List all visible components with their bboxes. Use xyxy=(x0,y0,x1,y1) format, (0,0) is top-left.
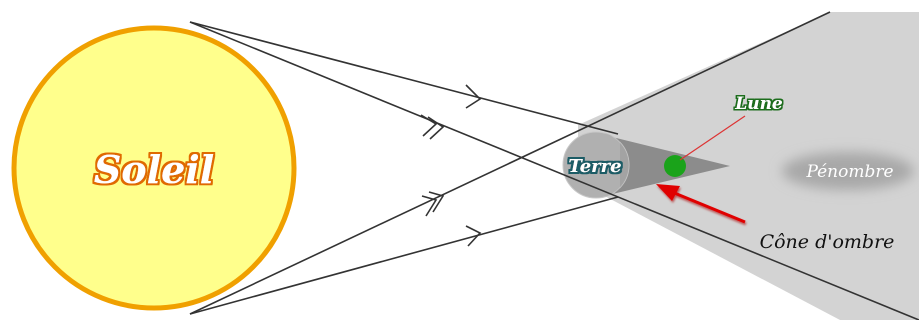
ray-bottom-crossing xyxy=(189,11,831,315)
moon-leader-line xyxy=(679,115,746,161)
arrow-mark-top-double-b xyxy=(427,116,445,140)
umbra-cone-label: Cône d'ombre xyxy=(760,231,895,253)
ray-top-crossing xyxy=(189,21,919,320)
penumbra-label-halo xyxy=(782,152,914,190)
moon-label: Lune xyxy=(734,94,783,114)
penumbra-region xyxy=(578,12,919,320)
ray-arrow-marks xyxy=(420,84,482,247)
arrow-mark-bottom xyxy=(465,225,482,247)
penumbra-label: Pénombre xyxy=(805,162,893,182)
moon-circle xyxy=(664,155,686,177)
umbra-pointer-arrow xyxy=(656,184,746,224)
arrow-mark-top-double-a xyxy=(420,114,438,137)
arrow-mark-bottom-double-b xyxy=(428,191,445,213)
earth-label: Terre xyxy=(568,156,621,177)
ray-bottom-parallel xyxy=(189,196,619,315)
ray-top-parallel xyxy=(189,21,619,135)
light-rays xyxy=(189,11,919,320)
arrow-mark-bottom-double-a xyxy=(421,195,438,217)
sun-label: Soleil xyxy=(94,147,214,192)
earth-shadow-side xyxy=(604,133,629,197)
arrow-mark-top xyxy=(465,84,482,109)
sun-circle xyxy=(11,25,297,311)
